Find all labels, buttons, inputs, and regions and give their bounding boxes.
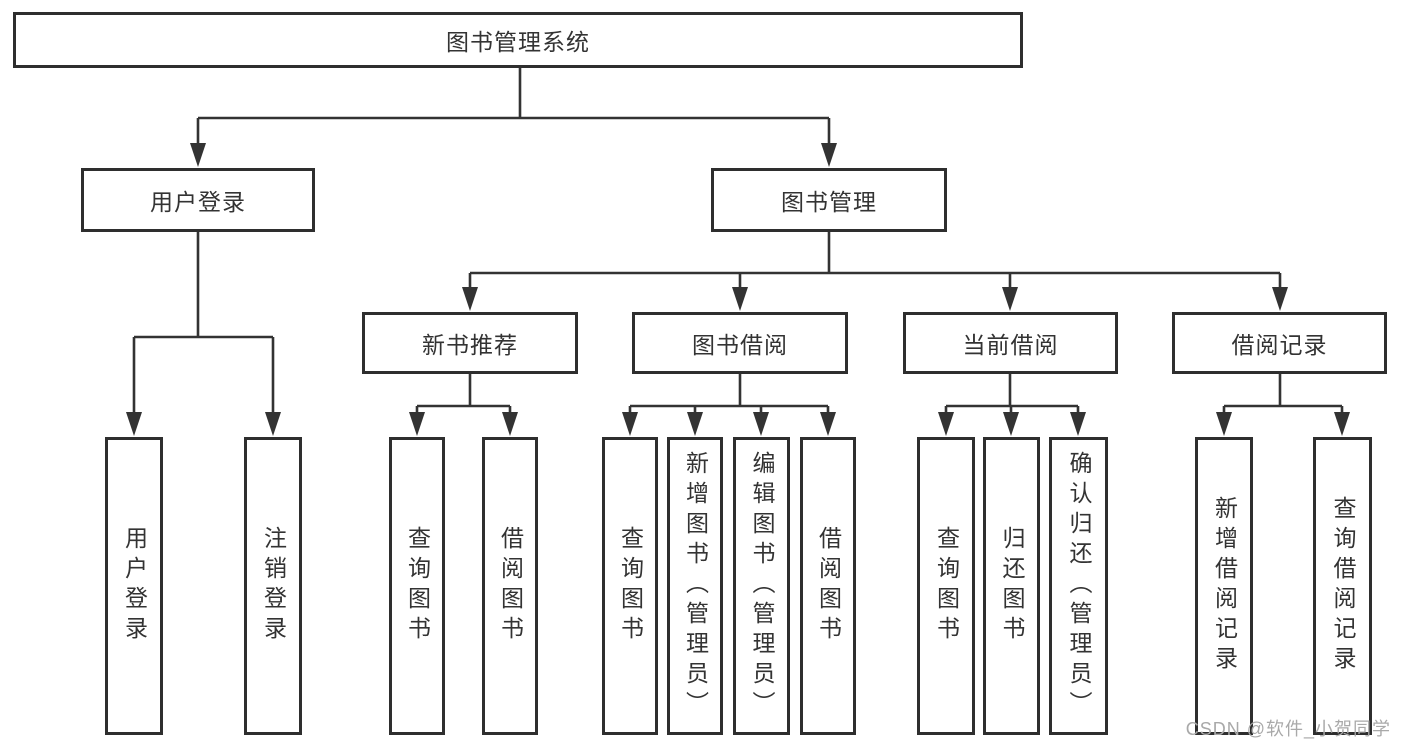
- leaf-query-books-1: 查询图书: [389, 437, 445, 735]
- leaf-query-borrow-record: 查询借阅记录: [1313, 437, 1372, 735]
- leaf-confirm-return-admin: 确认归还（管理员）: [1049, 437, 1108, 735]
- leaf-return-books: 归还图书: [983, 437, 1040, 735]
- leaf-add-borrow-record: 新增借阅记录: [1195, 437, 1253, 735]
- leaf-add-book-admin: 新增图书（管理员）: [667, 437, 723, 735]
- leaf-borrow-books-1: 借阅图书: [482, 437, 538, 735]
- node-current-borrowing: 当前借阅: [903, 312, 1118, 374]
- node-new-book-recommendation: 新书推荐: [362, 312, 578, 374]
- leaf-query-books-2: 查询图书: [602, 437, 658, 735]
- connector-arrowheads: [126, 143, 1350, 436]
- leaf-borrow-books-2: 借阅图书: [800, 437, 856, 735]
- leaf-edit-book-admin: 编辑图书（管理员）: [733, 437, 790, 735]
- node-book-borrowing: 图书借阅: [632, 312, 848, 374]
- node-book-management: 图书管理: [711, 168, 947, 232]
- node-user-login: 用户登录: [81, 168, 315, 232]
- leaf-logout: 注销登录: [244, 437, 302, 735]
- node-library-management-system: 图书管理系统: [13, 12, 1023, 68]
- leaf-user-login: 用户登录: [105, 437, 163, 735]
- node-borrowing-records: 借阅记录: [1172, 312, 1387, 374]
- leaf-query-books-3: 查询图书: [917, 437, 975, 735]
